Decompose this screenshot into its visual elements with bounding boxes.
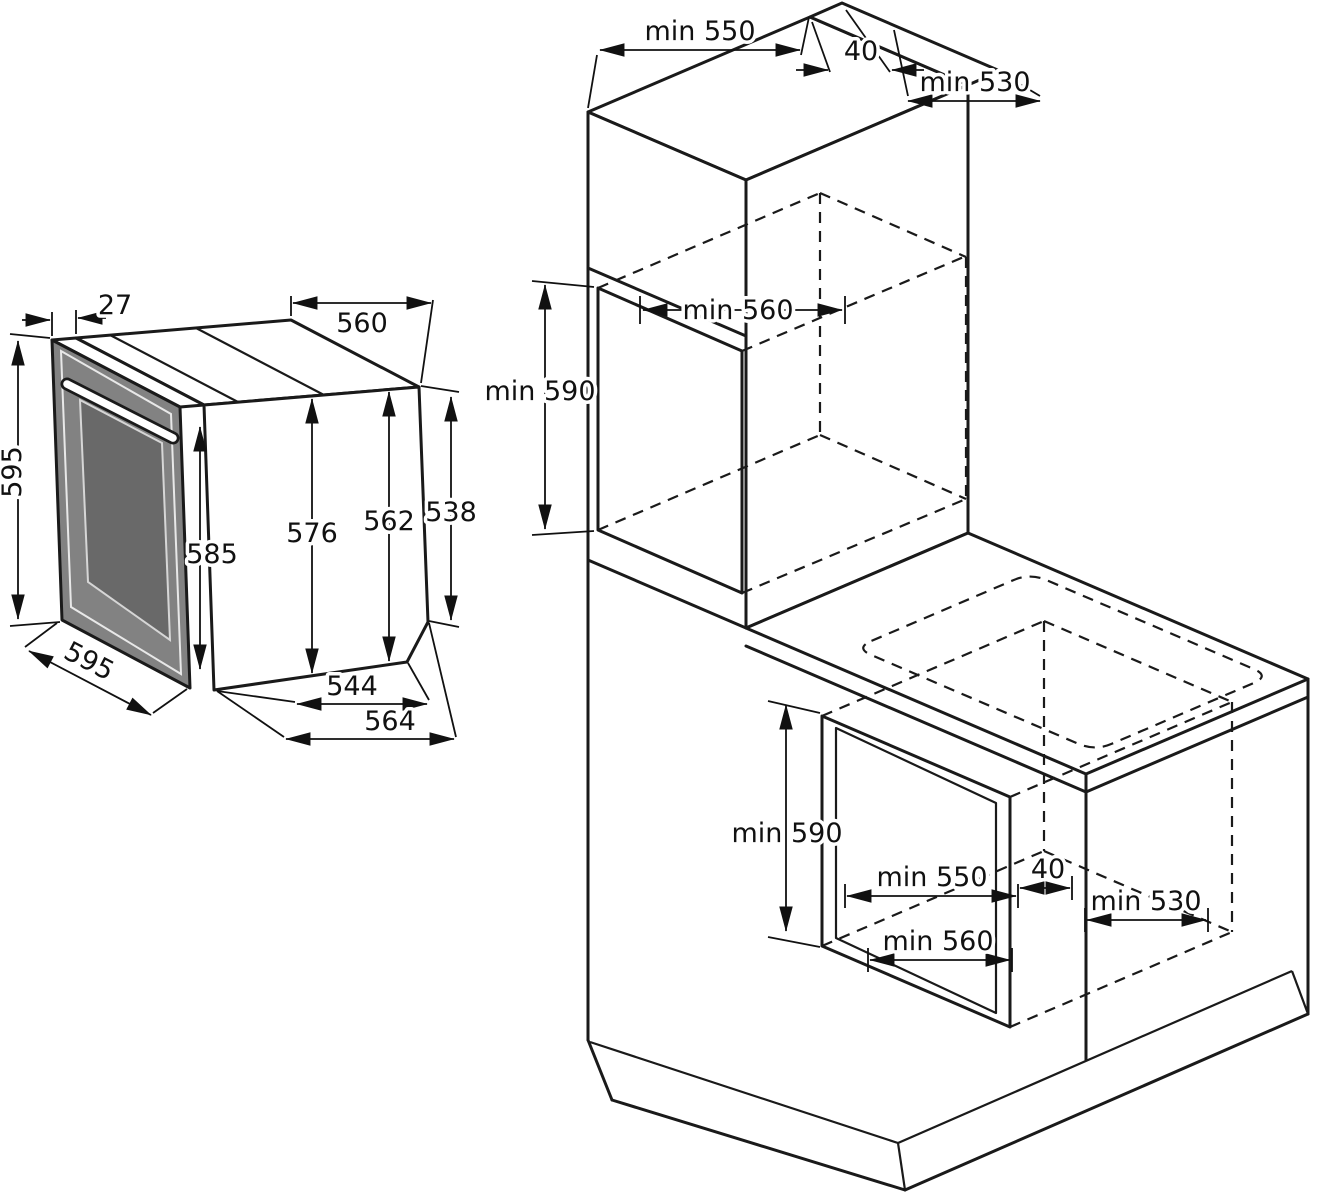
dimension-arrow xyxy=(28,650,152,716)
dimension-label: 40 xyxy=(1031,854,1065,885)
extension-line xyxy=(152,688,188,714)
dimension-label: 585 xyxy=(186,539,238,570)
dim-oven-front-height: 595 xyxy=(0,333,61,627)
extension-line xyxy=(587,54,598,109)
extension-line xyxy=(428,622,457,738)
plinth-corner-connector-right xyxy=(1290,970,1310,1015)
extension-line xyxy=(531,280,595,288)
dimension-label: 562 xyxy=(363,506,415,537)
extension-line xyxy=(845,9,891,73)
dim-tall-rear-gap: 40 xyxy=(796,9,924,77)
dimension-label: 538 xyxy=(425,497,477,528)
dim-base-niche-height: min 590 xyxy=(728,700,846,948)
plinth-top-line-left xyxy=(589,1040,899,1145)
dimension-label: min 560 xyxy=(682,295,793,326)
dimension-label: min 530 xyxy=(919,67,1030,98)
extension-line xyxy=(9,621,61,627)
dimension-label: min 550 xyxy=(876,862,987,893)
dimension-label: 544 xyxy=(326,671,378,702)
extension-line xyxy=(216,690,285,738)
dim-tall-top-depth: min 550 xyxy=(587,13,810,109)
extension-line xyxy=(24,622,58,648)
base-bottom-depth-edge xyxy=(903,1012,1310,1192)
dim-oven-body-height-rear: 538 xyxy=(420,385,480,628)
dimension-label: 40 xyxy=(844,36,878,67)
dim-oven-door-height: 585 xyxy=(183,426,241,670)
extension-line xyxy=(531,530,595,536)
base-niche-opening-inner xyxy=(834,726,998,1015)
dim-tall-upper-depth: min 530 xyxy=(893,29,1041,108)
dimension-label: 595 xyxy=(0,446,28,498)
oven-door-inner-frame xyxy=(59,349,183,676)
oven-top-seam-rear xyxy=(195,327,325,396)
dimension-label: min 530 xyxy=(1090,886,1201,917)
hob-cutout-dashed xyxy=(862,575,1263,749)
oven-view: 27 595 560 585 576 562 xyxy=(0,287,480,746)
dim-oven-door-overhang: 27 xyxy=(22,287,136,336)
tall-unit-rear-gap-panel xyxy=(808,1,1002,87)
worktop-end-edge xyxy=(1084,695,1310,794)
dim-oven-top-depth: 560 xyxy=(290,296,434,384)
extension-line xyxy=(420,299,434,384)
dimension-label: 560 xyxy=(336,308,388,339)
plinth-corner-connector xyxy=(896,1142,907,1191)
extension-line xyxy=(767,700,821,714)
dimension-label: 576 xyxy=(286,518,338,549)
dim-base-niche-depth: min 550 xyxy=(844,859,1019,908)
tall-unit-front-face xyxy=(586,110,748,630)
extension-line xyxy=(9,333,51,339)
oven-door-handle xyxy=(63,380,177,442)
oven-top-seam-front xyxy=(109,334,239,403)
dimension-label: 564 xyxy=(364,706,416,737)
oven-door-window xyxy=(78,398,172,642)
extension-line xyxy=(893,29,909,97)
extension-line xyxy=(420,385,460,393)
dim-base-worktop-depth: min 530 xyxy=(1084,883,1209,932)
plinth-top-line-right xyxy=(897,969,1293,1145)
dimension-label: min 550 xyxy=(644,16,755,47)
dimension-label: min 590 xyxy=(731,818,842,849)
extension-line xyxy=(1002,73,1041,97)
dimension-label: min 560 xyxy=(882,926,993,957)
dim-base-rear-gap: 40 xyxy=(1019,851,1073,900)
worktop-front-edge xyxy=(744,644,1088,794)
dim-oven-body-height-front: 576 xyxy=(283,398,341,674)
dim-tall-niche-width: min 560 xyxy=(639,292,846,330)
dim-oven-bottom-depth-total: 564 xyxy=(216,622,457,746)
dim-base-niche-width: min 560 xyxy=(867,923,1013,972)
extension-line xyxy=(767,936,821,948)
dim-oven-bottom-depth-to-chamfer: 544 xyxy=(216,662,430,711)
dimension-label: 27 xyxy=(98,290,132,321)
cabinet-view: min 550 40 min 530 min 560 xyxy=(481,1,1310,1192)
plinth-bottom-front xyxy=(610,1098,907,1192)
extension-line xyxy=(428,620,460,628)
dim-tall-niche-height: min 590 xyxy=(481,280,599,536)
plinth-jog xyxy=(586,1038,614,1102)
dimension-label: min 590 xyxy=(484,376,595,407)
extension-line xyxy=(216,690,296,703)
tall-niche-shelf-line xyxy=(586,266,748,338)
extension-line xyxy=(800,16,810,56)
dim-oven-body-height-mid: 562 xyxy=(360,391,418,662)
extension-line xyxy=(407,662,430,701)
